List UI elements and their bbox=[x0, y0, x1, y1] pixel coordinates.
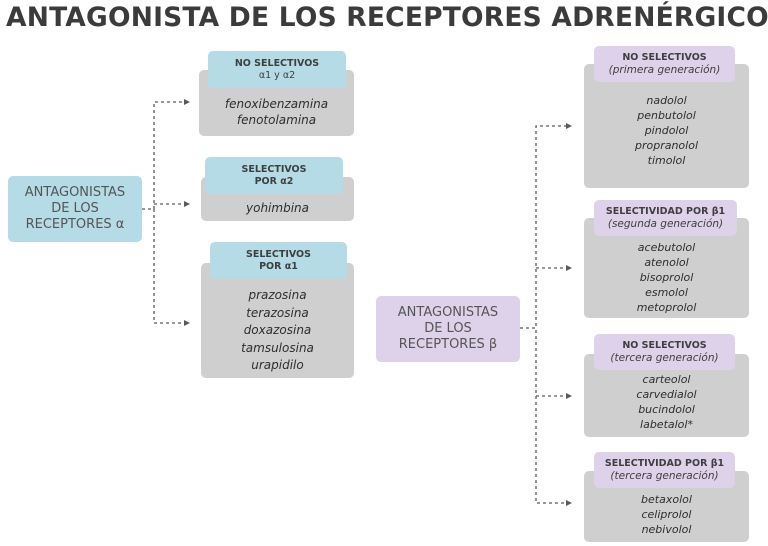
arrow-alpha-1 bbox=[184, 99, 190, 105]
group-header-title: SELECTIVOS bbox=[246, 248, 311, 260]
drug-item: atenolol bbox=[644, 256, 689, 269]
arrow-beta-1 bbox=[566, 123, 572, 129]
alpha-group-selective-a2-header: SELECTIVOS POR α2 bbox=[205, 157, 343, 194]
drug-item: fenotolamina bbox=[236, 113, 317, 127]
drug-item: bucindolol bbox=[638, 403, 695, 416]
drug-list: yohimbina bbox=[201, 200, 354, 216]
alpha-receptors-label: ANTAGONISTAS DE LOS RECEPTORES α bbox=[8, 176, 142, 242]
group-header-subtitle: POR α1 bbox=[259, 260, 298, 272]
drug-item: carvedialol bbox=[636, 388, 697, 401]
group-header-subtitle: α1 y α2 bbox=[258, 69, 296, 81]
drug-list: betaxolol celiprolol nebivolol bbox=[584, 492, 749, 537]
drug-item: celiprolol bbox=[641, 508, 692, 521]
drug-item: timolol bbox=[647, 154, 686, 167]
connector-beta-1 bbox=[520, 125, 568, 329]
group-header-title: SELECTIVIDAD POR β1 bbox=[604, 458, 725, 469]
group-header-subtitle: (tercera generación) bbox=[610, 352, 719, 364]
drug-list: fenoxibenzamina fenotolamina bbox=[199, 96, 354, 128]
page-title: ANTAGONISTA DE LOS RECEPTORES ADRENÉRGIC… bbox=[6, 2, 768, 33]
group-header-title: SELECTIVIDAD POR β1 bbox=[605, 206, 726, 217]
beta-group-nonselective-3rd-header: NO SELECTIVOS (tercera generación) bbox=[594, 334, 735, 370]
drug-item: nebivolol bbox=[641, 523, 692, 536]
drug-item: nadolol bbox=[646, 94, 687, 107]
drug-item: labetalol* bbox=[640, 418, 693, 431]
group-header-title: NO SELECTIVOS bbox=[234, 57, 320, 69]
beta-label-line-2: DE LOS bbox=[424, 321, 472, 336]
alpha-label-line-3: RECEPTORES α bbox=[25, 217, 125, 232]
arrow-alpha-2 bbox=[184, 201, 190, 207]
alpha-group-selective-a1-header: SELECTIVOS POR α1 bbox=[210, 242, 347, 279]
group-header-subtitle: (primera generación) bbox=[608, 64, 721, 76]
beta-group-b1-3rd-header: SELECTIVIDAD POR β1 (tercera generación) bbox=[594, 452, 735, 488]
drug-item: prazosina bbox=[248, 288, 307, 302]
drug-item: urapidilo bbox=[251, 358, 304, 372]
arrow-beta-3 bbox=[566, 393, 572, 399]
drug-item: bisoprolol bbox=[639, 271, 694, 284]
drug-item: propranolol bbox=[634, 139, 699, 152]
drug-item: pindolol bbox=[644, 124, 689, 137]
beta-receptors-label: ANTAGONISTAS DE LOS RECEPTORES β bbox=[376, 296, 520, 362]
drug-list: carteolol carvedialol bucindolol labetal… bbox=[584, 372, 749, 432]
drug-item: esmolol bbox=[645, 286, 688, 299]
drug-item: doxazosina bbox=[243, 323, 312, 337]
alpha-label-line-2: DE LOS bbox=[51, 201, 99, 216]
connector-alpha-3 bbox=[153, 209, 186, 324]
drug-item: penbutolol bbox=[637, 109, 696, 122]
alpha-group-nonselective-header: NO SELECTIVOS α1 y α2 bbox=[208, 51, 346, 88]
connector-beta-4 bbox=[535, 330, 568, 504]
drug-list: acebutolol atenolol bisoprolol esmolol m… bbox=[584, 240, 749, 315]
drug-item: yohimbina bbox=[246, 201, 309, 215]
alpha-label-line-1: ANTAGONISTAS bbox=[24, 185, 126, 200]
arrow-alpha-3 bbox=[184, 320, 190, 326]
drug-item: terazosina bbox=[246, 305, 309, 320]
drug-list: prazosina terazosina doxazosina tamsulos… bbox=[201, 287, 354, 375]
group-header-title: NO SELECTIVOS bbox=[622, 52, 707, 63]
alpha-group-selective-a1: prazosina terazosina doxazosina tamsulos… bbox=[201, 263, 354, 378]
drug-item: acebutolol bbox=[637, 241, 696, 254]
drug-item: betaxolol bbox=[641, 493, 692, 506]
beta-label-line-1: ANTAGONISTAS bbox=[397, 305, 499, 320]
beta-label-line-3: RECEPTORES β bbox=[398, 337, 498, 352]
drug-item: carteolol bbox=[642, 373, 691, 386]
drug-item: tamsulosina bbox=[241, 340, 314, 355]
beta-group-b1-2nd-header: SELECTIVIDAD POR β1 (segunda generación) bbox=[594, 200, 737, 236]
arrow-beta-4 bbox=[566, 500, 572, 506]
connector-alpha-1 bbox=[142, 101, 186, 210]
group-header-subtitle: (tercera generación) bbox=[610, 470, 719, 482]
arrow-beta-2 bbox=[566, 265, 572, 271]
drug-item: fenoxibenzamina bbox=[224, 97, 329, 111]
beta-group-nonselective-1st-header: NO SELECTIVOS (primera generación) bbox=[594, 46, 735, 82]
group-header-subtitle: POR α2 bbox=[254, 175, 294, 187]
group-header-subtitle: (segunda generación) bbox=[607, 218, 724, 230]
drug-item: metoprolol bbox=[636, 301, 697, 314]
drug-list: nadolol penbutolol pindolol propranolol … bbox=[584, 93, 749, 168]
beta-group-nonselective-1st: nadolol penbutolol pindolol propranolol … bbox=[584, 64, 749, 188]
group-header-title: NO SELECTIVOS bbox=[622, 340, 707, 351]
group-header-title: SELECTIVOS bbox=[241, 163, 307, 175]
